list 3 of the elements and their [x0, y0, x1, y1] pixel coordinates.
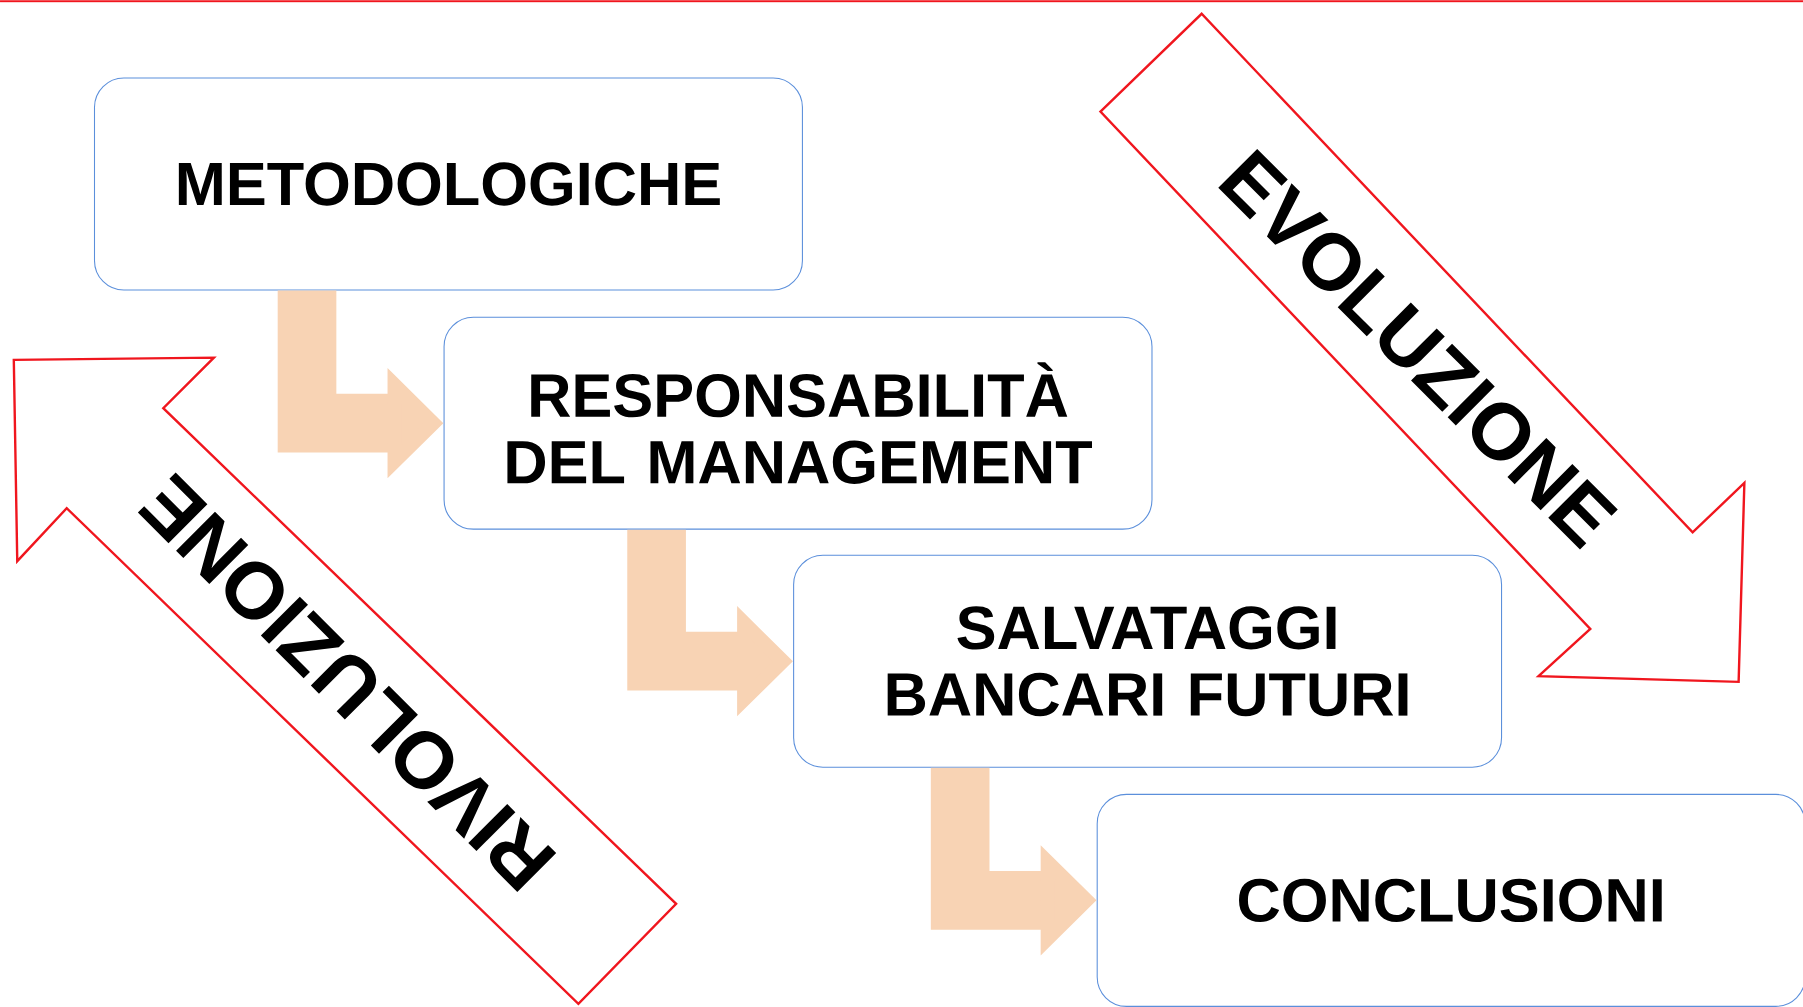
text-box: SALVATAGGI BANCARI FUTURI — [793, 554, 1503, 768]
text-box: CONCLUSIONI — [1096, 793, 1803, 1007]
text-box: METODOLOGICHE — [93, 77, 803, 291]
